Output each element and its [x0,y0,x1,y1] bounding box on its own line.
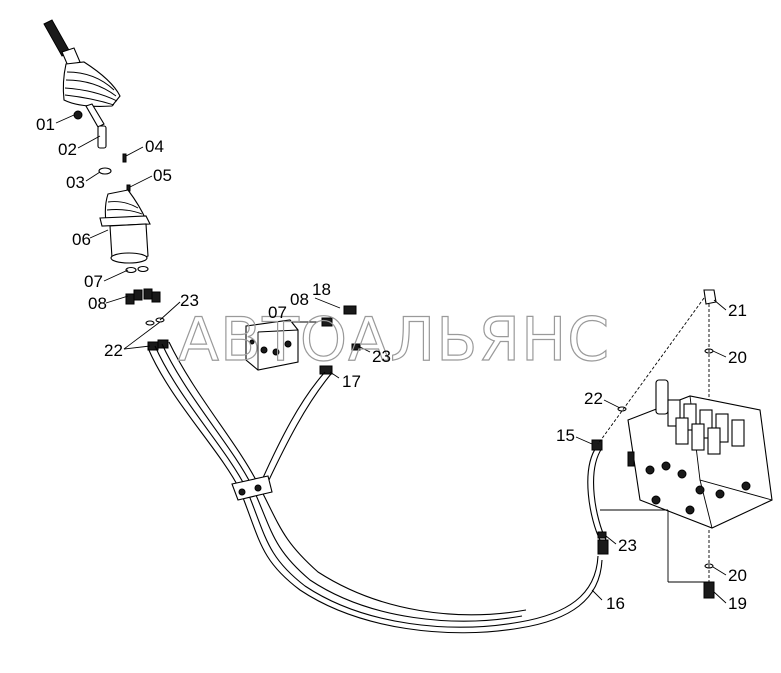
callout-04: 04 [145,137,164,156]
callout-16: 16 [606,594,625,613]
callout-23-valve-block: 23 [372,347,391,366]
callout-19: 19 [728,594,747,613]
callout-20-top: 20 [728,348,747,367]
watermark-text: АВТОАЛЬЯНС [178,305,610,375]
callout-08-joystick: 08 [88,294,107,313]
callout-05: 05 [153,166,172,185]
joystick-lever-assembly [43,19,169,351]
callout-23-valve: 23 [618,536,637,555]
callout-06: 06 [72,230,91,249]
callout-07-joystick: 07 [84,272,103,291]
callout-02: 02 [58,140,77,159]
callout-20-bottom: 20 [728,566,747,585]
callout-22-joystick: 22 [104,341,123,360]
callout-01: 01 [36,115,55,134]
callout-08-valve-block: 08 [290,290,309,309]
callout-07-valve-block: 07 [268,303,287,322]
callout-17: 17 [342,372,361,391]
callout-labels: 01 02 03 04 05 06 07 08 22 23 07 08 18 2… [36,115,747,613]
callout-21: 21 [728,301,747,320]
callout-03: 03 [66,173,85,192]
pilot-valve-block [245,305,361,375]
callout-22-valve: 22 [584,389,603,408]
callout-18: 18 [312,280,331,299]
main-control-valve [597,289,773,599]
callout-23-joystick: 23 [180,291,199,310]
callout-15: 15 [556,426,575,445]
leader-lines [55,114,727,604]
hydraulic-hoses [147,341,609,634]
